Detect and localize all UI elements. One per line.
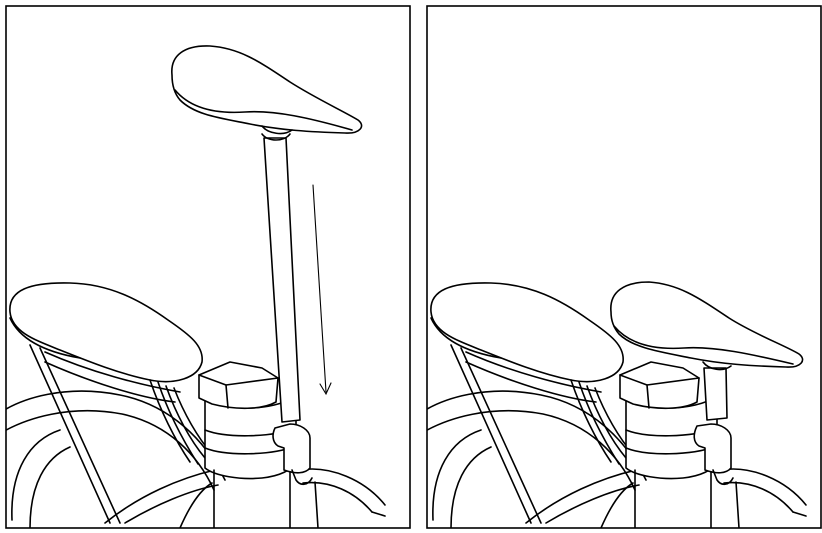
panel-before <box>0 6 410 528</box>
panel-after <box>411 6 821 528</box>
